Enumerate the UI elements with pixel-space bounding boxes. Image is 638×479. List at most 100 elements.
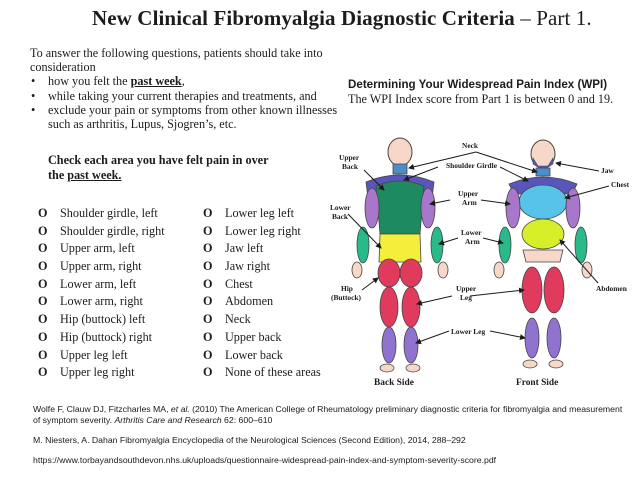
- back-hand-left: [351, 261, 363, 279]
- checkbox-circle-icon[interactable]: O: [38, 276, 48, 291]
- checkbox-circle-icon[interactable]: O: [203, 223, 213, 238]
- leader-upper-leg-front: [469, 287, 525, 297]
- front-lower-leg-right: [546, 317, 562, 359]
- instruction-emphasis: past week: [130, 74, 182, 89]
- checklist-option-label: Shoulder girdle, left: [60, 206, 158, 220]
- leader-upper-back: [363, 169, 385, 191]
- prompt-emphasis: past week.: [67, 168, 122, 182]
- checkbox-circle-icon[interactable]: O: [203, 365, 213, 380]
- back-figure: [351, 137, 449, 373]
- ref1-volume: 62: 600–610: [221, 415, 273, 425]
- checklist-option[interactable]: O Lower leg right: [203, 223, 321, 241]
- checkbox-circle-icon[interactable]: O: [38, 329, 48, 344]
- title-main: New Clinical Fibromyalgia Diagnostic Cri…: [92, 6, 515, 30]
- back-head: [387, 137, 413, 167]
- checklist-option[interactable]: O Lower leg left: [203, 205, 321, 223]
- instruction-therapies: while taking your current therapies and …: [30, 89, 340, 103]
- title-suffix: – Part 1.: [514, 6, 592, 30]
- wpi-box: Determining Your Widespread Pain Index (…: [348, 77, 613, 107]
- front-foot-right: [548, 359, 564, 369]
- checkbox-circle-icon[interactable]: O: [38, 241, 48, 256]
- back-neck-region: [392, 163, 408, 175]
- front-lower-arm-right: [574, 226, 588, 264]
- checklist-option-label: Upper leg right: [60, 365, 135, 380]
- label-upper-back-line1: Upper: [339, 153, 360, 162]
- checkbox-circle-icon[interactable]: O: [38, 294, 48, 309]
- front-upper-leg-right: [543, 266, 565, 314]
- checklist-option-label: Lower leg left: [225, 206, 295, 220]
- label-upper-leg-line1: Upper: [456, 284, 477, 293]
- checklist-option[interactable]: O Shoulder girdle, right: [38, 223, 165, 241]
- checklist-option[interactable]: O Shoulder girdle, left: [38, 205, 165, 223]
- checkbox-circle-icon[interactable]: O: [38, 312, 48, 327]
- diagram-labels: Neck Shoulder Girdle Jaw Chest Upper Bac…: [330, 141, 630, 336]
- checkbox-circle-icon[interactable]: O: [203, 294, 213, 309]
- references: Wolfe F, Clauw DJ, Fitzcharles MA, et al…: [33, 404, 623, 466]
- reference-wolfe: Wolfe F, Clauw DJ, Fitzcharles MA, et al…: [33, 404, 623, 426]
- checklist-option[interactable]: O Hip (buttock) right: [38, 329, 165, 347]
- checkbox-circle-icon[interactable]: O: [38, 223, 48, 238]
- checkbox-circle-icon[interactable]: O: [203, 259, 213, 274]
- checkbox-circle-icon[interactable]: O: [203, 312, 213, 327]
- checklist-option-label: Lower leg right: [225, 223, 301, 238]
- label-chest: Chest: [611, 180, 630, 189]
- label-lower-back-line2: Back: [332, 212, 349, 221]
- checkbox-circle-icon[interactable]: O: [38, 347, 48, 362]
- leader-lower-leg-back: [415, 330, 450, 345]
- leader-chest: [564, 185, 610, 200]
- checkbox-circle-icon[interactable]: O: [203, 347, 213, 362]
- checklist-option[interactable]: O Lower arm, right: [38, 293, 165, 311]
- checklist-option-label: Jaw right: [225, 259, 271, 274]
- leader-shoulder-front: [499, 166, 529, 182]
- checklist-option-label: Hip (buttock) right: [60, 329, 153, 344]
- label-shoulder-girdle: Shoulder Girdle: [446, 161, 498, 170]
- checklist-option[interactable]: O Abdomen: [203, 293, 321, 311]
- checkbox-circle-icon[interactable]: O: [203, 206, 213, 220]
- wpi-heading: Determining Your Widespread Pain Index (…: [348, 78, 608, 91]
- checklist-option-label: Abdomen: [225, 294, 274, 309]
- checklist-option[interactable]: O Jaw right: [203, 258, 321, 276]
- leader-hip: [361, 277, 379, 291]
- checkbox-circle-icon[interactable]: O: [38, 206, 48, 220]
- checkbox-circle-icon[interactable]: O: [203, 241, 213, 256]
- checklist-prompt-line1: Check each area you have felt pain in ov…: [48, 153, 269, 167]
- front-foot-left: [522, 359, 538, 369]
- front-chest-region: [518, 184, 568, 220]
- reference-niesters: M. Niesters, A. Dahan Fibromyalgia Encyc…: [33, 435, 466, 445]
- label-lower-arm-line1: Lower: [461, 228, 482, 237]
- leader-upper-arm-front: [480, 199, 511, 207]
- leader-shoulder-back: [403, 166, 439, 182]
- instruction-punct: ,: [181, 74, 185, 89]
- leader-upper-leg-back: [416, 295, 453, 306]
- checkbox-circle-icon[interactable]: O: [38, 259, 48, 274]
- back-upper-back-region: [375, 180, 425, 235]
- checkbox-circle-icon[interactable]: O: [38, 365, 48, 380]
- instruction-text: how you felt the: [48, 74, 131, 89]
- label-lower-leg: Lower Leg: [451, 327, 485, 336]
- label-upper-leg-line2: Leg: [460, 293, 472, 302]
- back-lower-leg-right: [403, 326, 419, 364]
- checklist-option-label: Shoulder girdle, right: [60, 223, 165, 238]
- back-lower-arm-left: [356, 226, 370, 264]
- checkbox-circle-icon[interactable]: O: [203, 276, 213, 291]
- checkbox-circle-icon[interactable]: O: [203, 329, 213, 344]
- checklist-option[interactable]: O Upper leg right: [38, 364, 165, 382]
- back-upper-arm-left: [364, 187, 380, 229]
- label-lower-back-line1: Lower: [330, 203, 351, 212]
- front-upper-arm-left: [505, 187, 521, 229]
- front-jaw-region: [532, 156, 554, 171]
- label-hip-line2: (Buttock): [331, 293, 362, 302]
- checklist-option-label: Lower arm, right: [60, 294, 143, 309]
